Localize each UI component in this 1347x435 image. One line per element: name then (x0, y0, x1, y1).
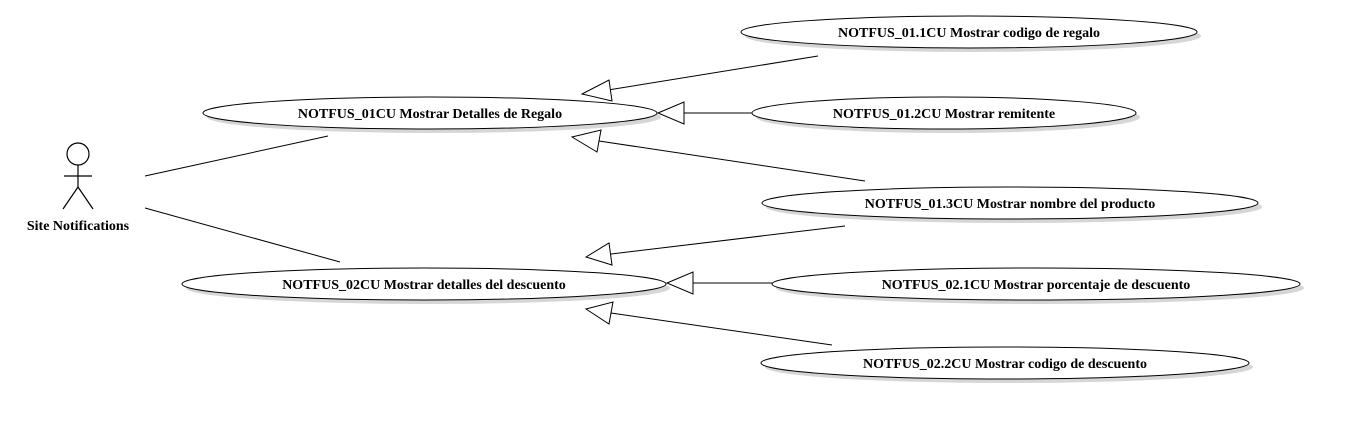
generalization-uc011-uc01 (607, 55, 819, 91)
actor-label: Site Notifications (27, 219, 130, 234)
actor-site-notifications[interactable]: Site Notifications (27, 142, 130, 234)
use-case-ellipse (771, 267, 1301, 301)
generalization-uc013-uc02 (610, 225, 846, 255)
use-case-uc022[interactable]: NOTFUS_02.2CU Mostrar codigo de descuent… (760, 346, 1253, 383)
actor-right-leg (77, 186, 94, 210)
actor-head (66, 142, 90, 166)
association-actor-uc02 (144, 207, 341, 263)
use-case-uc013[interactable]: NOTFUS_01.3CU Mostrar nombre del product… (761, 186, 1262, 223)
use-case-label: NOTFUS_01.1CU Mostrar codigo de regalo (838, 26, 1100, 41)
generalization-arrowhead (665, 271, 694, 295)
generalization-arrowhead (580, 79, 613, 102)
use-case-uc02[interactable]: NOTFUS_02CU Mostrar detalles del descuen… (181, 267, 670, 304)
generalization-uc022-uc02 (610, 312, 833, 346)
use-case-label: NOTFUS_01.3CU Mostrar nombre del product… (865, 197, 1156, 212)
use-case-uc012[interactable]: NOTFUS_01.2CU Mostrar remitente (751, 96, 1140, 133)
use-case-ellipse (751, 96, 1137, 130)
use-case-ellipse (760, 346, 1250, 380)
association-actor-uc01 (144, 135, 329, 177)
use-case-uc011[interactable]: NOTFUS_01.1CU Mostrar codigo de regalo (740, 15, 1201, 52)
generalization-arrowhead (584, 242, 613, 266)
generalization-arrowhead (584, 301, 614, 325)
actor-left-leg (62, 186, 79, 210)
use-case-ellipse (181, 267, 667, 301)
use-case-label: NOTFUS_02CU Mostrar detalles del descuen… (282, 278, 566, 293)
use-case-label: NOTFUS_01.2CU Mostrar remitente (833, 107, 1055, 122)
use-case-label: NOTFUS_02.2CU Mostrar codigo de descuent… (863, 357, 1147, 372)
generalization-arrowhead (656, 101, 685, 125)
use-case-uc021[interactable]: NOTFUS_02.1CU Mostrar porcentaje de desc… (771, 267, 1304, 304)
use-case-uc01[interactable]: NOTFUS_01CU Mostrar Detalles de Regalo (202, 96, 661, 133)
generalization-arrowhead (570, 129, 602, 153)
use-case-ellipse (740, 15, 1198, 49)
generalization-uc013-uc01 (598, 140, 866, 182)
use-case-label: NOTFUS_01CU Mostrar Detalles de Regalo (298, 107, 562, 122)
use-case-ellipse (761, 186, 1259, 220)
use-case-label: NOTFUS_02.1CU Mostrar porcentaje de desc… (882, 278, 1191, 293)
